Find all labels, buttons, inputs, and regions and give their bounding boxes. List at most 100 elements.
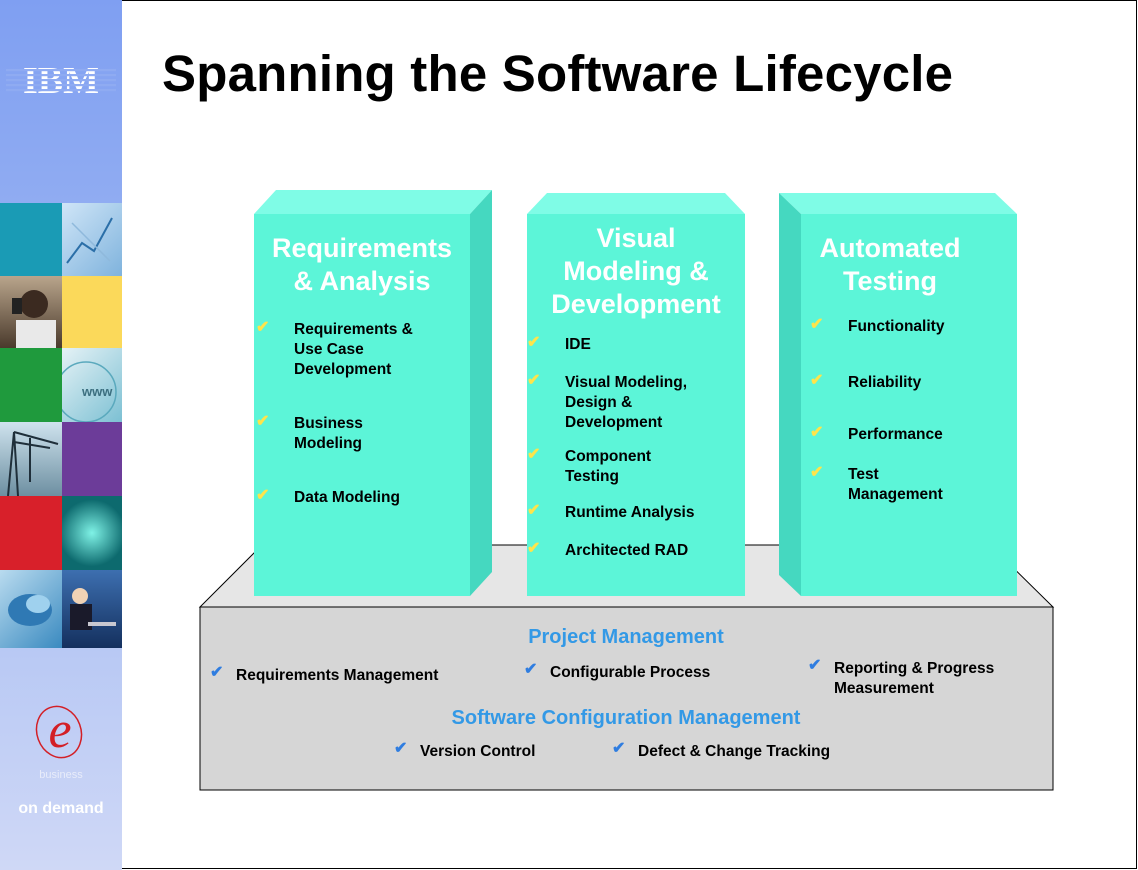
scm-title: Software Configuration Management: [451, 707, 801, 729]
ebusiness-e-icon: e: [35, 702, 83, 759]
item-line: Measurement: [834, 680, 934, 697]
project-management-title: Project Management: [528, 626, 724, 648]
list-item: ✔ Test Management: [810, 464, 1010, 505]
pillar-requirements-top: [254, 190, 492, 214]
mosaic-tile-chart-image: [62, 203, 122, 276]
checkmark-icon: ✔: [810, 316, 824, 333]
on-demand-tagline: on demand: [18, 800, 104, 817]
item-line: Test: [848, 466, 879, 483]
pillar-requirements-list: ✔ Requirements & Use Case Development ✔ …: [256, 319, 466, 508]
item-line: Visual Modeling,: [565, 374, 688, 391]
heading-line: & Analysis: [293, 266, 431, 296]
base-item-version-control: ✔ Version Control: [394, 740, 536, 762]
pillar-automated-testing-front: [801, 214, 1017, 596]
list-item: ✔ Business Modeling: [256, 413, 466, 454]
mosaic-tile-www-image: www: [62, 348, 122, 422]
item-line: Development: [294, 361, 392, 378]
item-line: Functionality: [848, 318, 945, 335]
mosaic-tile-teal: [0, 203, 62, 276]
list-item: ✔ Data Modeling: [256, 487, 466, 508]
mosaic-tile-blue-shape: [0, 570, 62, 648]
item-line: Testing: [565, 468, 619, 485]
checkmark-icon: ✔: [527, 446, 541, 463]
mosaic-tile-person-laptop: [62, 570, 122, 648]
pillar-automated-testing-list: ✔ Functionality ✔ Reliability ✔ Performa…: [810, 316, 1010, 505]
item-line: Reporting & Progress: [834, 660, 995, 677]
checkmark-icon: ✔: [612, 740, 626, 757]
pillar-visual-modeling-heading: Visual Modeling & Development: [527, 222, 745, 321]
list-item: ✔ Requirements & Use Case Development: [256, 319, 466, 380]
pillar-visual-modeling-list: ✔ IDE ✔ Visual Modeling, Design & Develo…: [527, 334, 741, 561]
mosaic-tile-crane-image: [0, 422, 62, 496]
mosaic-tile-person-phone: [0, 276, 62, 348]
heading-line: Visual: [596, 223, 676, 253]
checkmark-icon: ✔: [210, 664, 224, 681]
heading-line: Modeling &: [563, 256, 709, 286]
item-line: Performance: [848, 426, 943, 443]
checkmark-icon: ✔: [527, 334, 541, 351]
item-line: Reliability: [848, 374, 922, 391]
pillar-automated-testing-top: [779, 193, 1017, 214]
mosaic-tile-red: [0, 496, 62, 570]
base-platform-front: [199, 606, 1054, 791]
mosaic-tile-network-image: [62, 496, 122, 570]
checkmark-icon: ✔: [394, 740, 408, 757]
checkmark-icon: ✔: [256, 319, 270, 336]
checkmark-icon: ✔: [810, 372, 824, 389]
checkmark-icon: ✔: [527, 502, 541, 519]
item-line: Business: [294, 415, 363, 432]
pillar-requirements-heading: Requirements & Analysis: [254, 232, 470, 298]
item-line: Version Control: [420, 743, 536, 760]
item-line: Design &: [565, 394, 633, 411]
svg-text:www: www: [81, 384, 113, 399]
item-line: Requirements &: [294, 321, 413, 338]
list-item: ✔ Component Testing: [527, 446, 741, 487]
page-title: Spanning the Software Lifecycle: [162, 45, 954, 102]
checkmark-icon: ✔: [527, 372, 541, 389]
heading-line: Testing: [843, 266, 937, 296]
checkmark-icon: ✔: [256, 413, 270, 430]
list-item: ✔ Functionality: [810, 316, 1010, 337]
pillar-automated-testing-heading: Automated Testing: [782, 232, 998, 298]
checkmark-icon: ✔: [808, 657, 822, 674]
list-item: ✔ IDE: [527, 334, 741, 355]
item-line: Use Case: [294, 341, 364, 358]
item-line: Defect & Change Tracking: [638, 743, 831, 760]
mosaic-tile-green: [0, 348, 62, 422]
list-item: ✔ Performance: [810, 424, 1010, 445]
pillar-visual-modeling-top: [527, 193, 745, 214]
checkmark-icon: ✔: [810, 424, 824, 441]
heading-line: Automated: [819, 233, 961, 263]
checkmark-icon: ✔: [256, 487, 270, 504]
checkmark-icon: ✔: [524, 661, 538, 678]
item-line: Configurable Process: [550, 664, 711, 681]
heading-line: Requirements: [271, 233, 453, 263]
base-item-configurable-process: ✔ Configurable Process: [524, 661, 711, 683]
item-line: Modeling: [294, 435, 363, 452]
svg-text:e: e: [48, 702, 71, 759]
item-line: Requirements Management: [236, 667, 439, 684]
item-line: Runtime Analysis: [565, 504, 695, 521]
pillar-visual-modeling-front: [527, 214, 745, 596]
mosaic-tile-purple: [62, 422, 122, 496]
base-item-defect-change-tracking: ✔ Defect & Change Tracking: [612, 740, 831, 762]
item-line: Development: [565, 414, 663, 431]
item-line: IDE: [565, 336, 591, 353]
business-caption: business: [39, 769, 83, 781]
checkmark-icon: ✔: [810, 464, 824, 481]
ibm-logo: IBM: [6, 60, 116, 100]
item-line: Management: [848, 486, 943, 503]
item-line: Component: [565, 448, 652, 465]
checkmark-icon: ✔: [527, 540, 541, 557]
pillar-requirements-front: [254, 214, 470, 596]
sidebar: IBM www e business on demand: [0, 0, 122, 870]
list-item: ✔ Architected RAD: [527, 540, 741, 561]
item-line: Architected RAD: [565, 542, 689, 559]
heading-line: Development: [551, 289, 721, 319]
list-item: ✔ Visual Modeling, Design & Development: [527, 372, 741, 433]
pillar-requirements-side: [470, 190, 492, 596]
pillar-automated-testing-side: [779, 193, 801, 596]
list-item: ✔ Runtime Analysis: [527, 502, 741, 523]
mosaic-tile-yellow: [62, 276, 122, 348]
